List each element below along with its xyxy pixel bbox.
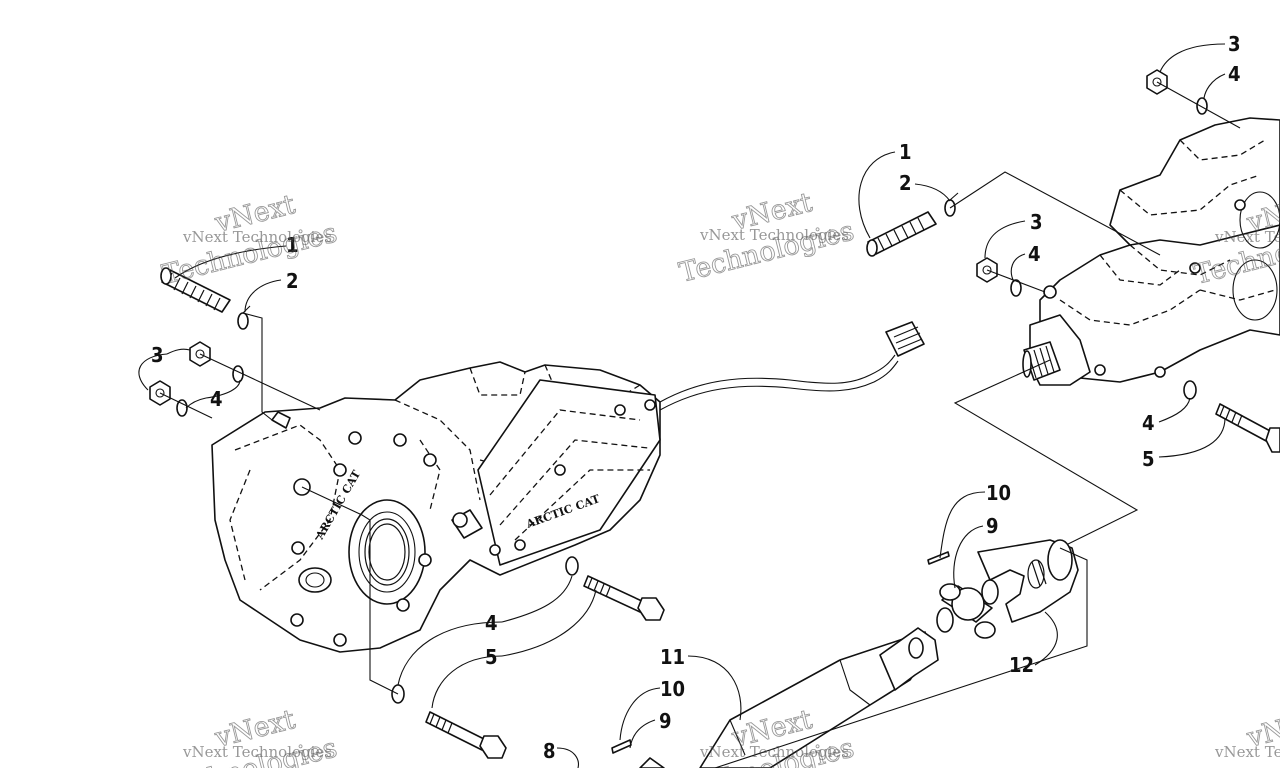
- bolt-right: [1215, 403, 1280, 453]
- left-fasteners: [149, 267, 665, 759]
- callout-1-left: 1: [286, 233, 299, 257]
- callout-5-left: 5: [485, 645, 498, 669]
- bolt-left-upper: [583, 575, 665, 621]
- snap-ring-lower: [611, 739, 632, 754]
- callout-2-right: 2: [899, 171, 912, 195]
- u-joint-cross: [936, 579, 999, 639]
- right-fasteners: [866, 69, 1280, 549]
- callout-3-right-top: 3: [1228, 32, 1241, 56]
- washer-left-a: [232, 365, 244, 383]
- svg-text:vNext Technologies: vNext Technologies: [699, 226, 849, 244]
- callout-2-left: 2: [286, 269, 299, 293]
- svg-text:vNext Technologies: vNext Technologies: [182, 743, 332, 761]
- callout-4-right-mid: 4: [1028, 242, 1041, 266]
- vent-hose-left: [160, 267, 231, 313]
- watermark-6: vNext Technologies vNext: [1214, 704, 1280, 761]
- callout-8: 8: [543, 739, 556, 763]
- driveshaft-parts: [611, 539, 1088, 768]
- callout-4-right-top: 4: [1228, 62, 1241, 86]
- callout-4-left-lower: 4: [485, 611, 498, 635]
- watermark-4: vNext Technologies vNext Technologies: [159, 704, 341, 768]
- callout-leaders: [138, 43, 1226, 768]
- svg-text:vNext Technologies: vNext Technologies: [182, 228, 332, 246]
- u-joint-lower: [639, 757, 665, 768]
- callout-5-right: 5: [1142, 447, 1155, 471]
- hose-clamp-left: [237, 305, 251, 330]
- front-gearcase-assembly: ARCTIC CAT ARCTIC CAT: [211, 321, 925, 653]
- driveshaft: [699, 627, 939, 768]
- callout-12: 12: [1009, 653, 1034, 677]
- yoke: [977, 539, 1079, 623]
- callout-9-lower: 9: [659, 709, 672, 733]
- watermark-2: vNext Technologies vNext Technologies: [676, 187, 858, 290]
- callout-10-lower: 10: [660, 677, 685, 701]
- callout-3-left: 3: [151, 343, 164, 367]
- svg-text:vNext Technologies: vNext Technologies: [1214, 228, 1280, 246]
- washer-right-b: [1010, 279, 1022, 297]
- washer-right-c: [1183, 380, 1197, 400]
- svg-text:vNext Technologies: vNext Technologies: [699, 743, 849, 761]
- svg-text:vNext Technologies: vNext Technologies: [1214, 743, 1280, 761]
- callout-10-upper: 10: [986, 481, 1011, 505]
- watermark-1: vNext Technologies vNext Technologies: [159, 189, 341, 292]
- callout-4-right-low: 4: [1142, 411, 1155, 435]
- snap-ring-upper: [927, 551, 950, 565]
- washer-left-b: [176, 399, 188, 417]
- washer-right-a: [1196, 97, 1208, 115]
- vent-hose-right: [866, 211, 937, 257]
- rear-gearcase-assembly: [1022, 117, 1280, 386]
- callout-4-left-upper: 4: [210, 387, 223, 411]
- callout-9-upper: 9: [986, 514, 999, 538]
- callout-11: 11: [660, 645, 685, 669]
- bolt-left-lower: [425, 711, 507, 759]
- callout-labels: 1 2 3 4 4 5 1 2 3 4 3 4 4 5 10 9 12 11 1…: [151, 32, 1241, 763]
- washer-left-c: [565, 556, 579, 576]
- callout-3-right-mid: 3: [1030, 210, 1043, 234]
- callout-1-right: 1: [899, 140, 912, 164]
